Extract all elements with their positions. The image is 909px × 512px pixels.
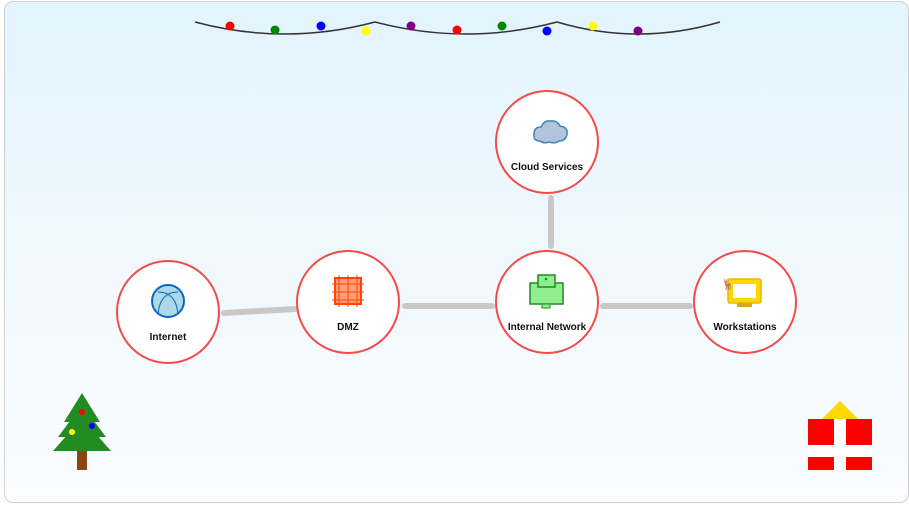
reindeer-icon: 🦌 (721, 278, 735, 291)
string-lights (194, 21, 721, 36)
cloud-icon (533, 120, 568, 144)
globe-icon (151, 284, 185, 318)
christmas-tree-icon (53, 393, 111, 470)
node-internet[interactable]: Internet (116, 260, 220, 364)
node-internal-network[interactable]: Internal Network (495, 250, 599, 354)
node-cloud-services[interactable]: Cloud Services (495, 90, 599, 194)
firewall-icon (332, 275, 364, 307)
node-label: DMZ (337, 322, 359, 333)
node-label: Internet (150, 332, 187, 343)
links (221, 195, 693, 316)
node-workstations[interactable]: 🦌 Workstations (693, 250, 797, 354)
link-internet-dmz (221, 306, 298, 316)
node-label: Workstations (713, 322, 777, 333)
node-dmz[interactable]: DMZ (296, 250, 400, 354)
node-label: Cloud Services (511, 162, 584, 173)
gift-icon (808, 401, 872, 470)
node-label: Internal Network (508, 322, 587, 333)
monitor-icon: 🦌 (721, 278, 762, 307)
network-switch-icon (529, 274, 564, 309)
